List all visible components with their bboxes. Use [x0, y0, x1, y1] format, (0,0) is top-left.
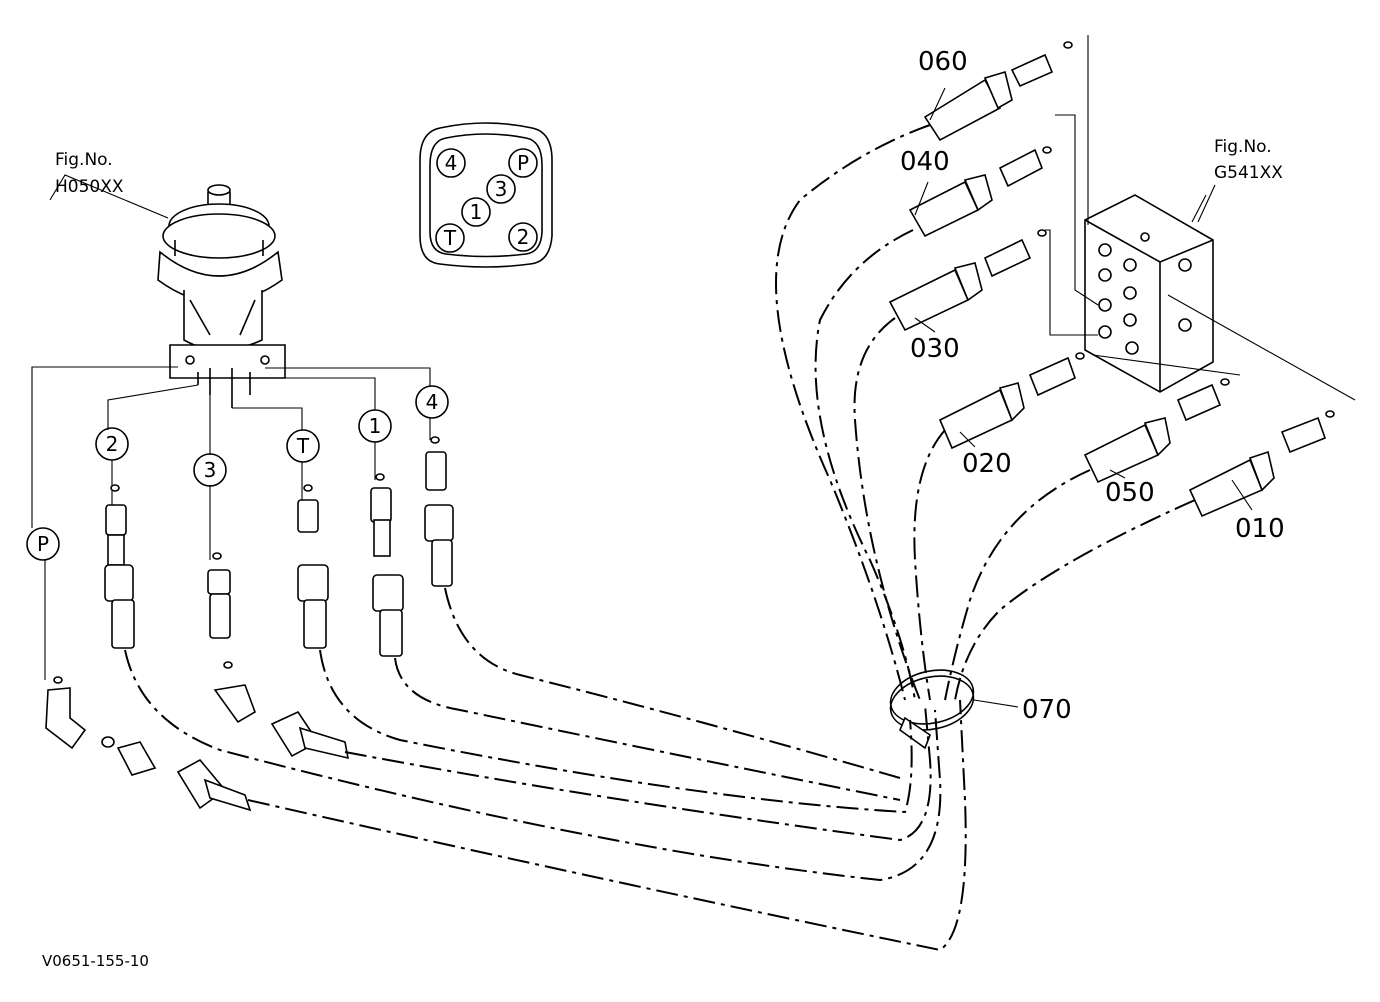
port-pattern-labels: 4 P 3 1 T 2	[443, 151, 529, 250]
pilot-fig-ref: Fig.No. H050XX	[55, 150, 124, 197]
port-label-2: 2	[106, 432, 119, 456]
port-label-t: T	[296, 434, 310, 458]
port-label-3: 3	[204, 458, 217, 482]
part-020: 020	[962, 449, 1012, 479]
pattern-port-4: 4	[445, 151, 458, 175]
pattern-port-p: P	[517, 151, 529, 175]
control-fittings	[888, 41, 1335, 518]
pattern-port-3: 3	[495, 177, 508, 201]
part-060: 060	[918, 47, 968, 77]
part-leaders	[914, 87, 1253, 511]
part-030: 030	[910, 334, 960, 364]
hose-clamp	[889, 669, 1019, 750]
control-fig-ref-line2: G541XX	[1214, 163, 1283, 183]
pattern-port-1: 1	[470, 200, 483, 224]
part-070: 070	[1022, 695, 1072, 725]
port-leaders	[31, 174, 431, 680]
pattern-port-2: 2	[517, 225, 530, 249]
part-040: 040	[900, 147, 950, 177]
port-circle-labels: P 2 3 T 1 4	[37, 390, 438, 556]
hoses	[124, 124, 1196, 952]
control-fig-ref-line1: Fig.No.	[1214, 137, 1272, 157]
part-050: 050	[1105, 478, 1155, 508]
pilot-fig-ref-line2: H050XX	[55, 177, 124, 197]
port-circles	[26, 385, 449, 561]
pattern-port-t: T	[443, 226, 457, 250]
part-number-labels: 060 040 030 020 050 010 070	[900, 47, 1285, 725]
pilot-fig-ref-line1: Fig.No.	[55, 150, 113, 170]
control-valve-block	[1084, 194, 1214, 393]
port-label-p: P	[37, 532, 49, 556]
control-leaders	[1045, 35, 1356, 401]
part-010: 010	[1235, 514, 1285, 544]
port-label-1: 1	[369, 414, 382, 438]
port-label-4: 4	[426, 390, 439, 414]
pilot-valve	[157, 184, 286, 408]
control-fig-ref: Fig.No. G541XX	[1214, 137, 1283, 183]
port-pattern-plate	[419, 122, 553, 268]
pilot-fittings	[45, 436, 454, 812]
drawing-code: V0651-155-10	[42, 952, 149, 970]
